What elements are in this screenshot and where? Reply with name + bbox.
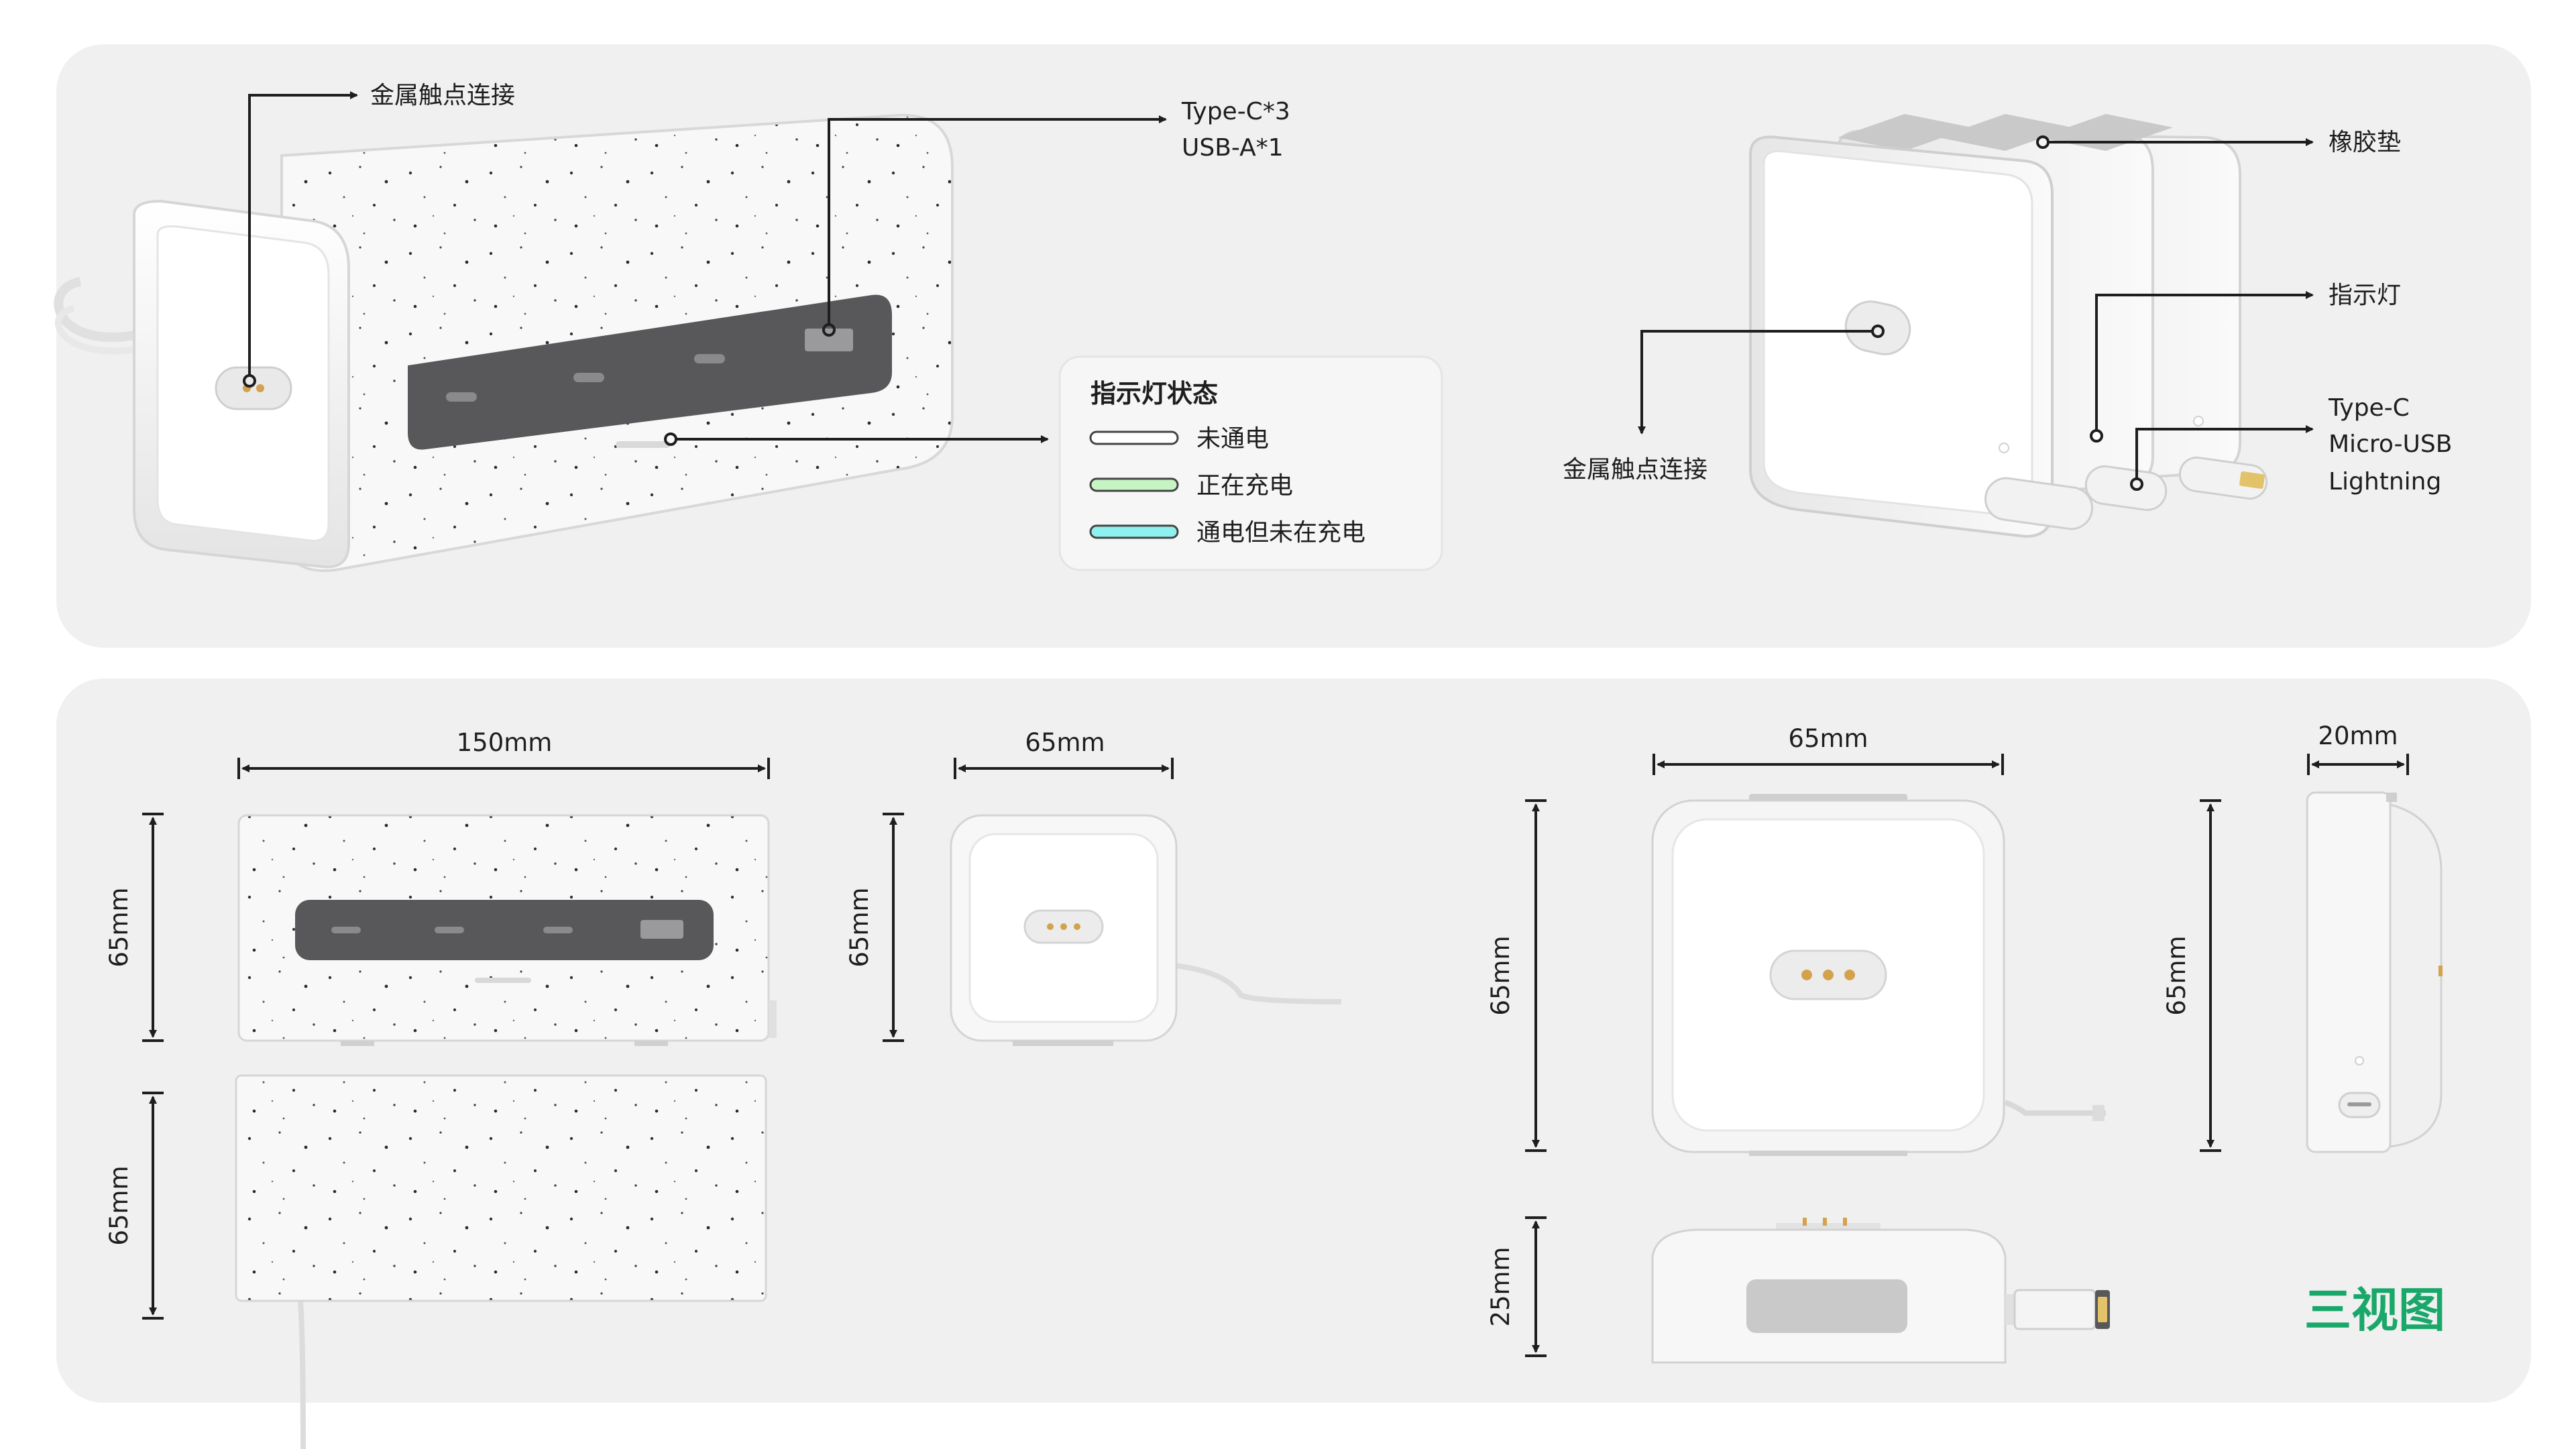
dim-hub-depth: 65mm xyxy=(105,1092,164,1320)
label-rubber-pad: 橡胶垫 xyxy=(2329,129,2401,156)
legend-label-powered: 通电但未在充电 xyxy=(1196,519,1365,546)
dim-hub-height: 65mm xyxy=(105,813,164,1042)
hub-top-view xyxy=(235,1074,767,1449)
module-bottom-view xyxy=(1651,1218,2110,1364)
dim-label-module-height: 65mm xyxy=(1486,935,1515,1015)
hub-port-c2 xyxy=(573,373,604,382)
hub-front-view xyxy=(237,814,777,1046)
dim-label-hub-length: 150mm xyxy=(457,728,553,757)
callout-rubber-pad: 橡胶垫 xyxy=(2036,129,2401,156)
dim-hub-end-height: 65mm xyxy=(845,813,904,1042)
dim-label-hub-height: 65mm xyxy=(105,887,133,967)
dim-module-height: 65mm xyxy=(1486,799,1547,1152)
callout-ports: Type-C*3 USB-A*1 xyxy=(822,98,1290,337)
hub-port-c3 xyxy=(694,354,725,363)
legend-swatch-off xyxy=(1089,430,1179,445)
dim-module-thickness: 20mm xyxy=(2307,721,2409,775)
dim-hub-end-width: 65mm xyxy=(954,728,1174,779)
dim-label-module-thickness: 20mm xyxy=(2318,721,2398,750)
dim-label-module-width: 65mm xyxy=(1788,724,1868,753)
module-side-view xyxy=(2306,791,2443,1153)
dim-label-hub-end-width: 65mm xyxy=(1025,728,1105,757)
label-cable-microusb: Micro-USB xyxy=(2329,430,2452,458)
dim-module-width: 65mm xyxy=(1653,724,2004,775)
callout-metal-contact-left: 金属触点连接 xyxy=(243,82,515,388)
legend-swatch-powered xyxy=(1089,524,1179,539)
legend-swatch-charging xyxy=(1089,477,1179,492)
legend-title: 指示灯状态 xyxy=(1090,379,1218,408)
label-cable-typec: Type-C xyxy=(2328,394,2410,422)
callout-indicator-left xyxy=(664,432,1049,446)
label-indicator: 指示灯 xyxy=(2329,282,2401,309)
label-cable-lightning: Lightning xyxy=(2329,468,2441,496)
label-metal-contact-right: 金属触点连接 xyxy=(1563,456,1707,483)
callout-cables: Type-C Micro-USB Lightning xyxy=(2130,394,2452,496)
dim-label-module-side-height: 65mm xyxy=(2162,935,2191,1015)
callout-indicator-right: 指示灯 xyxy=(2090,282,2401,443)
hub-port-c1 xyxy=(446,392,477,402)
label-metal-contact-left: 金属触点连接 xyxy=(370,82,515,109)
hub-end-view xyxy=(950,814,1342,1046)
dim-module-side-height: 65mm xyxy=(2162,799,2221,1152)
dim-label-hub-end-height: 65mm xyxy=(845,887,874,967)
hub-perspective xyxy=(54,113,954,573)
callout-metal-contact-right: 金属触点连接 xyxy=(1563,325,1885,483)
indicator-legend: 指示灯状态 未通电 正在充电 通电但未在充电 xyxy=(1058,355,1443,571)
legend-label-off: 未通电 xyxy=(1196,425,1269,453)
label-ports-typec: Type-C*3 xyxy=(1181,98,1290,125)
legend-label-charging: 正在充电 xyxy=(1196,472,1293,500)
three-view-label: 三视图 xyxy=(2304,1283,2445,1338)
module-front-view xyxy=(1651,794,2106,1156)
label-ports-usba: USB-A*1 xyxy=(1182,134,1284,162)
dim-label-hub-depth: 65mm xyxy=(105,1165,133,1245)
dim-hub-length: 150mm xyxy=(237,728,770,779)
hub-port-a xyxy=(805,329,853,351)
module-stack-perspective xyxy=(1749,114,2268,538)
dim-module-bottom-height: 25mm xyxy=(1486,1216,1547,1357)
dim-label-module-bottom-height: 25mm xyxy=(1486,1247,1515,1326)
